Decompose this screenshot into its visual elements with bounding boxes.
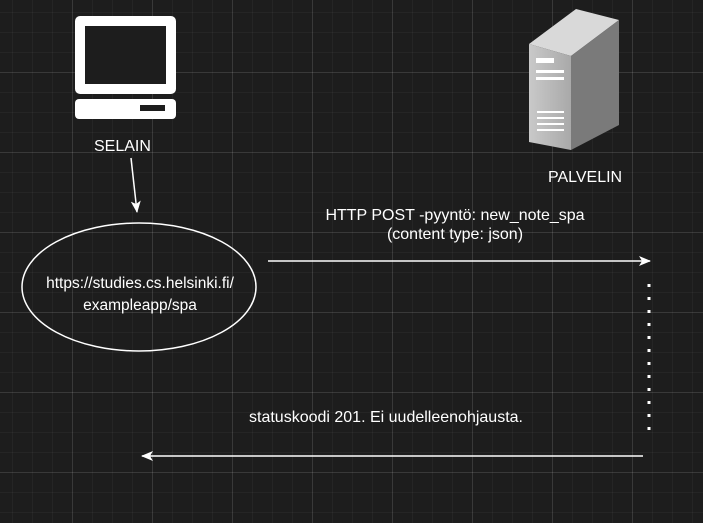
url-ellipse (21, 222, 257, 352)
server-icon (529, 9, 619, 150)
server-label: PALVELIN (548, 169, 623, 186)
response-label: statuskoodi 201. Ei uudelleenohjausta. (249, 409, 523, 426)
browser-to-url-arrow (130, 157, 141, 213)
monitor-icon (75, 16, 176, 119)
request-label-line2: (content type: json) (386, 226, 524, 243)
url-text: https://studies.cs.helsinki.fi/ examplea… (20, 273, 260, 317)
url-line2: exampleapp/spa (83, 297, 197, 314)
browser-label: SELAIN (94, 138, 151, 155)
request-label-line1: HTTP POST -pyyntö: new_note_spa (325, 207, 585, 224)
url-line1: https://studies.cs.helsinki.fi/ (46, 275, 234, 292)
request-label: HTTP POST -pyyntö: new_note_spa (content… (300, 206, 610, 244)
